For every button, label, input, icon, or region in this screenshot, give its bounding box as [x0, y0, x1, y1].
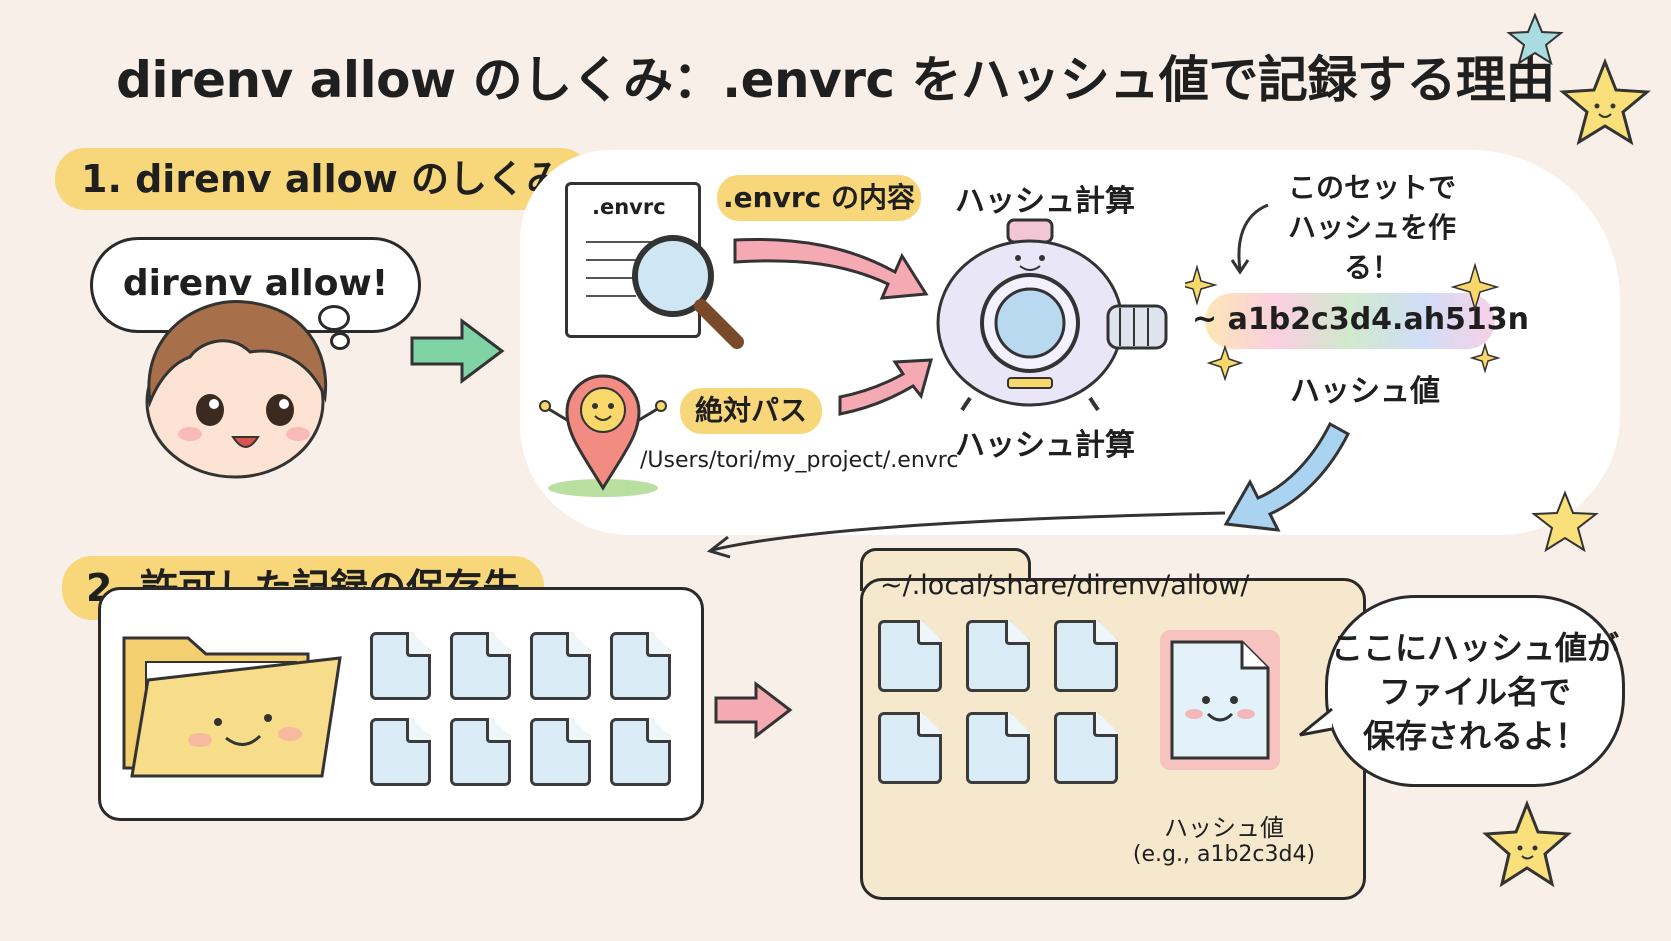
file-icon	[1054, 620, 1118, 692]
arrow-blue-icon	[1223, 421, 1350, 532]
thought-bubble: direnv allow!	[90, 237, 421, 333]
absolute-path-pill: 絶対パス	[680, 388, 822, 434]
file-icon	[530, 632, 591, 700]
star-icon	[1531, 490, 1599, 553]
file-icon	[450, 632, 511, 700]
location-pin-icon	[539, 374, 667, 497]
file-icon	[610, 632, 671, 700]
folder-icon	[122, 636, 342, 778]
speech-bubble: ここにハッシュ値が ファイル名で 保存されるよ！	[1325, 595, 1625, 787]
thought-dot	[318, 305, 350, 331]
hash-value: ~ a1b2c3d4.ah513n	[1192, 302, 1530, 337]
section1-heading: 1. direnv allow のしくみ	[55, 148, 591, 210]
file-icon	[450, 718, 511, 786]
curved-arrow-icon	[1230, 203, 1269, 275]
magnifier-icon	[632, 235, 744, 349]
arrow-pink-icon	[733, 238, 929, 300]
arrow-right-icon	[410, 318, 505, 384]
hash-note: このセットで ハッシュを作る！	[1272, 168, 1472, 288]
hash-machine-icon	[936, 218, 1168, 412]
absolute-path-value: /Users/tori/my_project/.envrc	[640, 448, 959, 473]
page-title: direnv allow のしくみ：.envrc をハッシュ値で記録する理由	[116, 51, 1555, 109]
hash-file-example: (e.g., a1b2c3d4)	[1132, 842, 1316, 867]
sparkle-icon	[1185, 262, 1501, 382]
hash-calc-label-bottom: ハッシュ計算	[955, 428, 1135, 463]
arrow-pink-icon	[838, 358, 934, 416]
file-icon	[1054, 712, 1118, 784]
hash-file-label: ハッシュ値	[1164, 814, 1284, 842]
hash-value-label: ハッシュ値	[1290, 374, 1440, 409]
file-icon	[610, 718, 671, 786]
hash-note-line1: このセットで	[1287, 171, 1456, 204]
speech-line1: ここにハッシュ値が	[1330, 629, 1619, 667]
file-icon	[530, 718, 591, 786]
connector-arrow-icon	[706, 511, 1226, 559]
thought-dot	[330, 332, 350, 350]
file-icon	[370, 718, 431, 786]
hash-band	[1205, 293, 1495, 349]
envrc-content-pill: .envrc の内容	[717, 175, 921, 221]
file-icon	[966, 712, 1030, 784]
hash-note-line2: ハッシュを作る！	[1287, 211, 1456, 284]
file-icon	[966, 620, 1030, 692]
star-icon	[1559, 58, 1651, 146]
file-icon	[370, 632, 431, 700]
speech-line3: 保存されるよ！	[1362, 717, 1587, 755]
speech-tail	[1299, 707, 1333, 737]
envrc-doc-label: .envrc	[592, 195, 666, 219]
star-icon	[1506, 12, 1564, 66]
hash-calc-label-top: ハッシュ計算	[955, 184, 1135, 219]
speech-line2: ファイル名で	[1378, 673, 1571, 711]
file-icon	[878, 620, 942, 692]
star-icon	[1482, 800, 1572, 888]
allow-directory-path: ~/.local/share/direnv/allow/	[880, 570, 1250, 601]
boy-face-icon	[145, 300, 328, 479]
file-icon	[878, 712, 942, 784]
hash-file-icon	[1170, 640, 1270, 760]
arrow-pink-icon	[714, 680, 793, 740]
